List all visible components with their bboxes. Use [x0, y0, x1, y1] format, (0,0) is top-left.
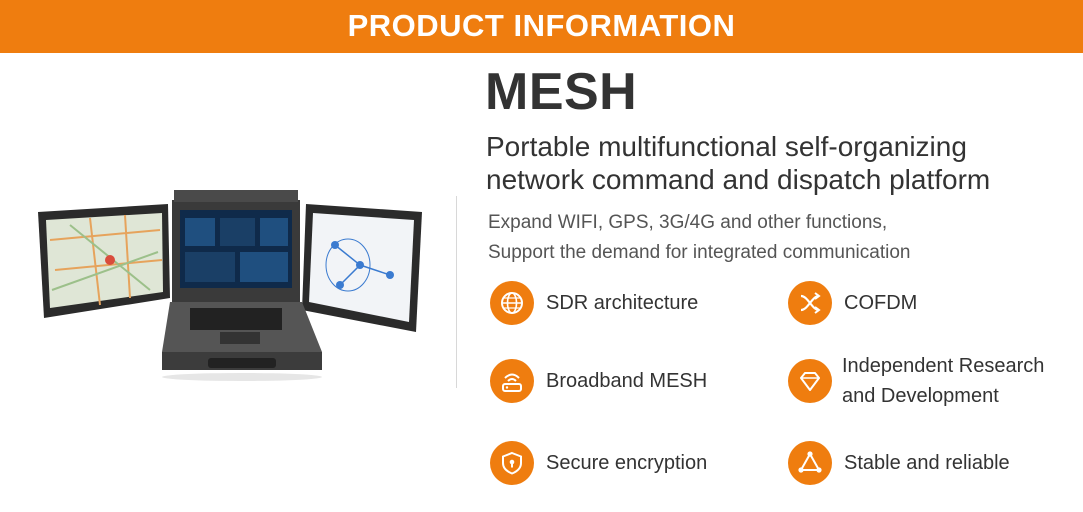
product-image: [30, 180, 430, 390]
description-line-1: Expand WIFI, GPS, 3G/4G and other functi…: [488, 212, 888, 233]
feature-label-line-2: and Development: [842, 385, 999, 407]
feature-independent-rd: Independent Research and Development: [788, 351, 1044, 411]
feature-label: SDR architecture: [546, 292, 699, 314]
router-icon: [490, 359, 534, 403]
crossed-arrows-icon: [788, 281, 832, 325]
feature-secure-encryption: Secure encryption: [490, 441, 707, 485]
subtitle-line-1: Portable multifunctional self-organizing: [486, 131, 967, 162]
banner-title: PRODUCT INFORMATION: [347, 8, 736, 43]
feature-label: Independent Research and Development: [842, 351, 1044, 411]
diamond-icon: [788, 359, 832, 403]
feature-broadband-mesh: Broadband MESH: [490, 359, 707, 403]
product-name: MESH: [485, 63, 638, 121]
shield-lock-icon: [490, 441, 534, 485]
feature-label: Secure encryption: [546, 452, 708, 474]
feature-cofdm: COFDM: [788, 281, 917, 325]
description-line-2: Support the demand for integrated commun…: [488, 242, 911, 263]
product-subtitle: Portable multifunctional self-organizing…: [486, 130, 1066, 196]
feature-label: Broadband MESH: [546, 370, 708, 392]
feature-label: COFDM: [844, 292, 918, 314]
globe-chip-icon: [490, 281, 534, 325]
subtitle-line-2: network command and dispatch platform: [486, 164, 991, 195]
product-description: Expand WIFI, GPS, 3G/4G and other functi…: [488, 208, 1048, 268]
header-banner: PRODUCT INFORMATION: [0, 0, 1083, 53]
feature-label-line-1: Independent Research: [842, 355, 1045, 377]
feature-label: Stable and reliable: [844, 452, 1010, 474]
vertical-divider: [456, 196, 457, 388]
triangle-nodes-icon: [788, 441, 832, 485]
feature-stable-reliable: Stable and reliable: [788, 441, 1010, 485]
feature-sdr-architecture: SDR architecture: [490, 281, 698, 325]
